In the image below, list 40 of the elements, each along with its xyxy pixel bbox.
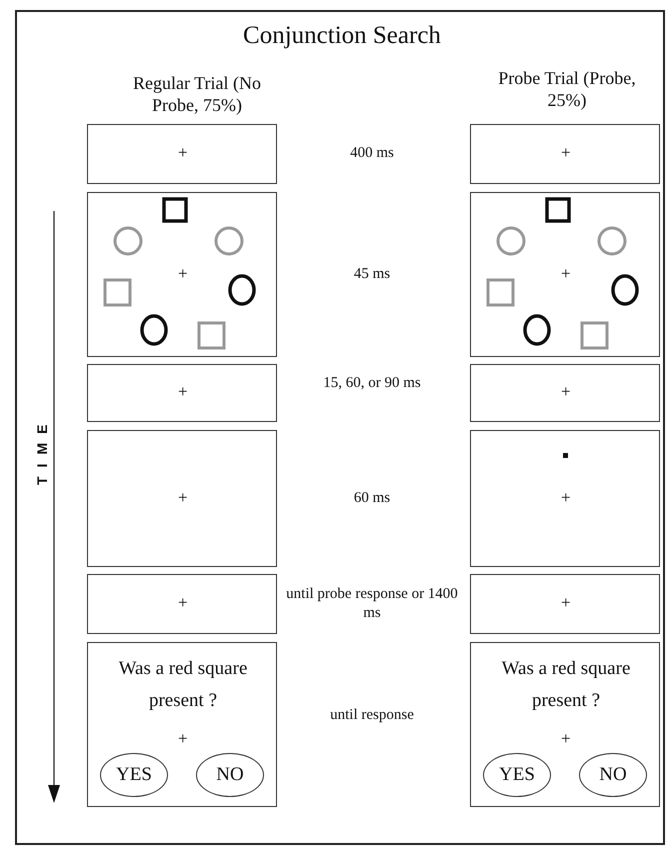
fixation-cross: +	[178, 382, 188, 402]
title: Conjunction Search	[242, 22, 442, 50]
display-frame	[87, 430, 277, 567]
duration-label: 15, 60, or 90 ms	[322, 374, 422, 393]
fixation-cross: +	[178, 488, 188, 508]
fixation-cross: +	[561, 264, 571, 284]
axis-label: TIME	[34, 425, 50, 485]
duration-label: 45 ms	[352, 264, 392, 284]
fixation-cross: +	[561, 143, 571, 163]
response-option: NO	[579, 753, 647, 797]
fixation-cross: +	[178, 143, 188, 163]
fixation-cross: +	[178, 593, 188, 613]
display-frame	[470, 574, 660, 634]
response-screen	[87, 642, 277, 807]
response-screen	[470, 642, 660, 807]
question-text: Was a red square present ?	[118, 657, 248, 713]
fixation-cross: +	[178, 264, 188, 284]
display-frame	[470, 124, 660, 184]
display-frame	[470, 364, 660, 422]
response-option: NO	[196, 753, 264, 797]
fixation-cross: +	[561, 593, 571, 613]
response-option: YES	[100, 753, 168, 797]
display-frame	[87, 574, 277, 634]
fixation-cross: +	[561, 488, 571, 508]
display-frame	[87, 192, 277, 357]
fixation-cross: +	[561, 382, 571, 402]
duration-label: 400 ms	[349, 144, 395, 163]
duration-label: until probe response or 1400 ms	[285, 585, 459, 623]
display-frame	[87, 124, 277, 184]
duration-label: 60 ms	[352, 488, 392, 508]
fixation-cross: +	[561, 729, 571, 749]
display-frame	[87, 364, 277, 422]
question-text: Was a red square present ?	[500, 657, 632, 713]
display-frame	[470, 192, 660, 357]
response-option: YES	[483, 753, 551, 797]
fixation-cross: +	[178, 729, 188, 749]
column-heading: Regular Trial (No Probe, 75%)	[132, 72, 262, 116]
column-heading: Probe Trial (Probe, 25%)	[497, 67, 637, 111]
display-frame	[470, 430, 660, 567]
duration-label: until response	[329, 706, 415, 724]
